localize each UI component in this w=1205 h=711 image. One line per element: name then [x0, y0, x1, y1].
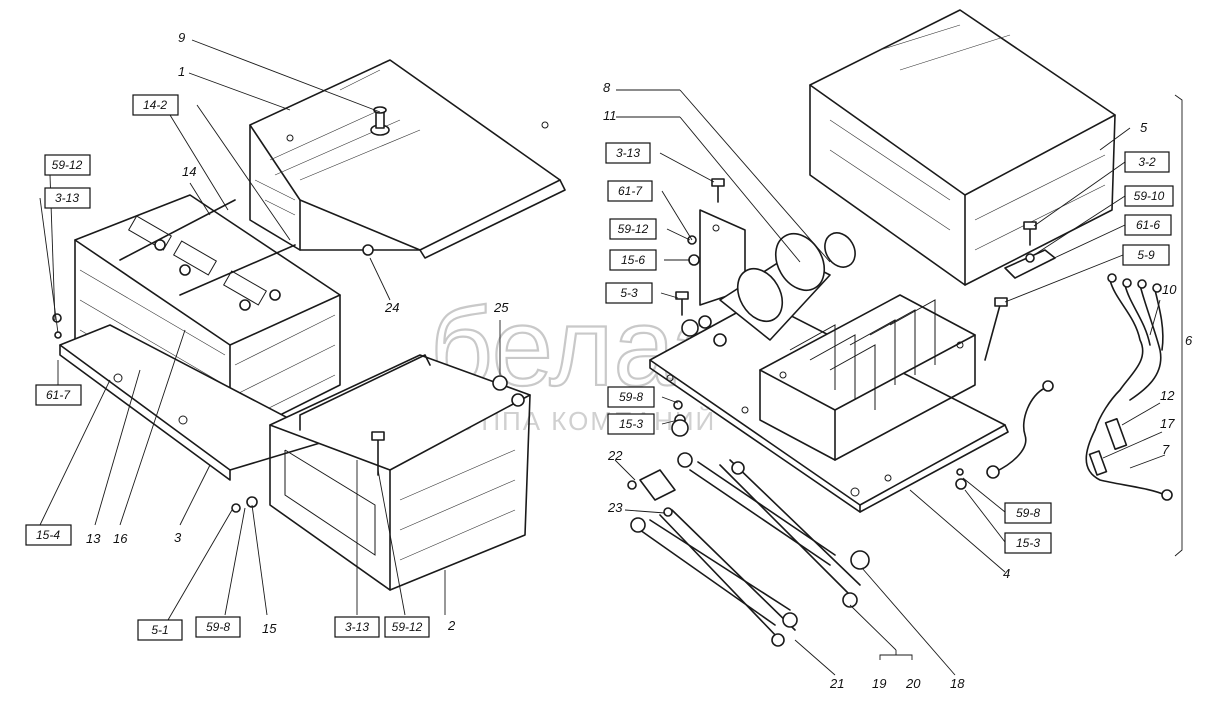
label-11: 11	[603, 108, 617, 123]
label-1: 1	[178, 64, 185, 79]
box-label-14-2: 14-2	[132, 94, 179, 116]
label-9: 9	[178, 30, 185, 45]
box-label-61-6: 61-6	[1124, 214, 1172, 236]
svg-text:5-3: 5-3	[620, 286, 638, 300]
box-label-3-2: 3-2	[1124, 151, 1170, 173]
box-label-61-7: 61-7	[35, 384, 82, 406]
label-3: 3	[174, 530, 182, 545]
box-label-3-13-right: 3-13	[605, 142, 651, 164]
label-2: 2	[447, 618, 456, 633]
svg-text:59-8: 59-8	[619, 390, 643, 404]
label-5: 5	[1140, 120, 1148, 135]
svg-text:5-9: 5-9	[1137, 248, 1155, 262]
label-14: 14	[182, 164, 196, 179]
box-label-59-12-right: 59-12	[609, 218, 657, 240]
battery-box	[269, 354, 531, 591]
box-label-59-12: 59-12	[44, 154, 91, 176]
nut-25	[492, 375, 508, 391]
svg-text:15-6: 15-6	[621, 253, 645, 267]
battery-tray-base	[59, 324, 331, 481]
box-label-5-9: 5-9	[1122, 244, 1170, 266]
svg-text:59-8: 59-8	[1016, 506, 1040, 520]
label-16: 16	[113, 531, 128, 546]
svg-text:15-4: 15-4	[36, 528, 60, 542]
box-label-59-8-right: 59-8	[607, 386, 655, 408]
svg-text:59-10: 59-10	[1134, 189, 1165, 203]
svg-text:59-12: 59-12	[392, 620, 423, 634]
box-label-61-7-right: 61-7	[607, 180, 653, 202]
label-23: 23	[607, 500, 623, 515]
label-13: 13	[86, 531, 101, 546]
box-label-5-3: 5-3	[605, 282, 653, 304]
right-labels: 8 11 5 10 12 17 7 6 22 23 4 21 19 20 18 …	[603, 80, 1193, 691]
label-25: 25	[493, 300, 509, 315]
svg-text:5-1: 5-1	[151, 623, 168, 637]
box-label-15-6: 15-6	[609, 249, 657, 271]
nut-24	[362, 244, 374, 256]
box-label-5-1: 5-1	[137, 619, 183, 641]
cables	[627, 273, 1173, 647]
label-6: 6	[1185, 333, 1193, 348]
label-17: 17	[1160, 416, 1175, 431]
label-8: 8	[603, 80, 611, 95]
label-15: 15	[262, 621, 277, 636]
box-label-59-8-lower: 59-8	[1004, 502, 1052, 524]
label-20: 20	[905, 676, 921, 691]
left-leader-lines	[39, 39, 501, 621]
svg-text:15-3: 15-3	[619, 417, 643, 431]
label-21: 21	[829, 676, 844, 691]
long-bolt	[984, 304, 1001, 361]
svg-text:61-7: 61-7	[46, 388, 71, 402]
svg-text:3-13: 3-13	[55, 191, 79, 205]
box-label-15-3-lower: 15-3	[1004, 532, 1052, 554]
svg-text:3-2: 3-2	[1138, 155, 1156, 169]
svg-text:14-2: 14-2	[143, 98, 167, 112]
label-18: 18	[950, 676, 965, 691]
box-label-15-4: 15-4	[25, 524, 72, 546]
battery-cover	[249, 59, 566, 259]
group-bracket	[1174, 94, 1183, 557]
svg-text:59-12: 59-12	[52, 158, 83, 172]
svg-text:61-7: 61-7	[618, 184, 643, 198]
box-label-3-13: 3-13	[44, 187, 91, 209]
svg-text:15-3: 15-3	[1016, 536, 1040, 550]
svg-text:59-8: 59-8	[206, 620, 230, 634]
battery-assembly	[52, 59, 566, 591]
box-label-59-12-bottom: 59-12	[384, 616, 430, 638]
label-24: 24	[384, 300, 399, 315]
box-label-3-13-bottom: 3-13	[334, 616, 380, 638]
box-label-15-3-right: 15-3	[607, 413, 655, 435]
label-12: 12	[1160, 388, 1175, 403]
svg-text:3-13: 3-13	[616, 146, 640, 160]
unit-cover	[809, 9, 1116, 286]
svg-text:61-6: 61-6	[1136, 218, 1160, 232]
label-19: 19	[872, 676, 886, 691]
left-labels: 9 1 14 24 25 13 16 3 15 2 14-2 59-12 3-1…	[25, 30, 509, 641]
svg-text:3-13: 3-13	[345, 620, 369, 634]
box-label-59-10: 59-10	[1124, 185, 1174, 207]
relay-unit-assembly	[649, 9, 1116, 513]
label-4: 4	[1003, 566, 1010, 581]
label-22: 22	[607, 448, 623, 463]
right-leader-lines	[614, 89, 1166, 676]
label-10: 10	[1162, 282, 1177, 297]
box-label-59-8: 59-8	[195, 616, 241, 638]
label-7: 7	[1162, 442, 1170, 457]
resistor-block	[759, 294, 976, 461]
svg-text:59-12: 59-12	[618, 222, 649, 236]
